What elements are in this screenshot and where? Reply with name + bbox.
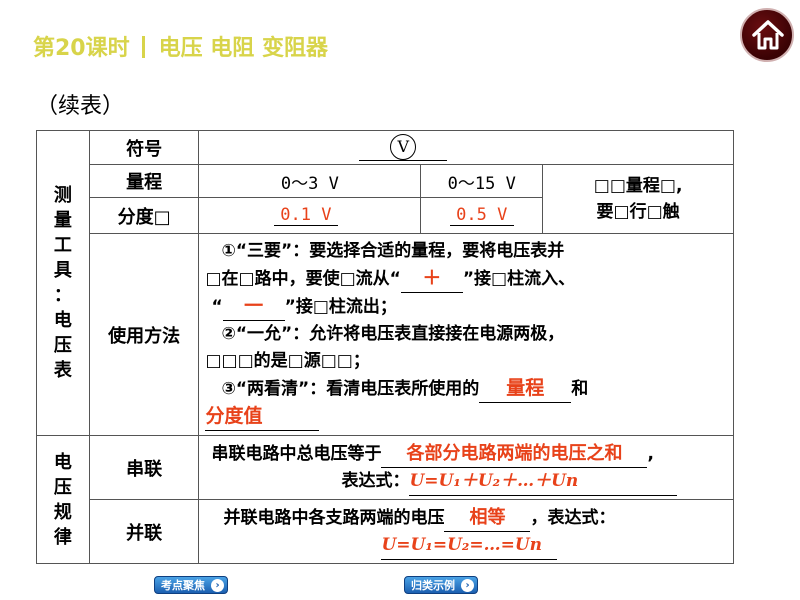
nav-button-examples-label: 归类示例 xyxy=(411,579,455,592)
page-header: 第20课时 电压 电阻 变阻器 xyxy=(33,30,328,62)
section-measuring-tool-char: 压 xyxy=(53,335,72,356)
symbol-blank: V xyxy=(359,134,448,161)
section-voltage-law-char: 压 xyxy=(53,476,72,498)
usage-line-2: □在□路中，要使□流从“＋”接□柱流入、 xyxy=(205,265,725,293)
usage-line-6: ③“两看清”：看清电压表所使用的量程和 xyxy=(221,375,725,403)
series-expression: U=U₁＋U₂＋…＋Un xyxy=(409,468,678,496)
answer-division: 分度值 xyxy=(205,403,320,431)
row-label-division: 分度□ xyxy=(88,197,200,234)
section-voltage-law-char: 规 xyxy=(53,501,72,523)
usage-line-2-end: ”接□柱流入、 xyxy=(462,269,576,289)
usage-line-2-start: □在□路中，要使□流从“ xyxy=(205,269,401,289)
series-line-1: 串联电路中总电压等于各部分电路两端的电压之和, xyxy=(211,440,733,468)
home-icon xyxy=(752,20,784,50)
parallel-line-1: 并联电路中各支路两端的电压相等，表达式： xyxy=(223,504,733,532)
section-measuring-tool: 测量工具 ： 电压表 xyxy=(36,130,90,436)
series-tail: , xyxy=(647,443,654,464)
division-large-cell: 0.5 V xyxy=(420,197,544,234)
division-large: 0.5 V xyxy=(449,205,514,226)
section-voltage-law-label: 电压规律 xyxy=(37,450,89,550)
continued-label: （续表） xyxy=(36,94,125,119)
series-cell: 串联电路中总电压等于各部分电路两端的电压之和, 表达式：U=U₁＋U₂＋…＋Un xyxy=(198,435,734,500)
section-voltage-law: 电压规律 xyxy=(36,435,90,564)
usage-line-7: 分度值 xyxy=(205,403,725,431)
parallel-cell: 并联电路中各支路两端的电压相等，表达式： U=U₁=U₂=…=Un xyxy=(198,499,734,564)
section-measuring-tool-char: 具 xyxy=(53,260,72,281)
section-measuring-tool-char: ： xyxy=(53,285,72,306)
range-large: 0～15 V xyxy=(420,164,544,198)
parallel-text: 并联电路中各支路两端的电压 xyxy=(223,507,445,528)
series-text: 串联电路中总电压等于 xyxy=(211,443,382,464)
section-measuring-tool-char: 工 xyxy=(53,235,72,256)
symbol-cell: V xyxy=(198,130,734,165)
usage-line-3-end: ”接□柱流出； xyxy=(284,297,397,317)
range-note-line2: 要□行□触 xyxy=(596,202,680,222)
usage-line-4: ②“一允”：允许将电压表直接接在电源两极， xyxy=(221,324,565,344)
nav-button-key-points-label: 考点聚焦 xyxy=(161,579,205,592)
section-measuring-tool-label: 测量工具 ： 电压表 xyxy=(37,183,89,383)
header-separator xyxy=(141,36,145,58)
voltmeter-symbol-icon: V xyxy=(390,134,417,160)
section-voltage-law-char: 电 xyxy=(53,451,72,473)
section-measuring-tool-char: 表 xyxy=(53,360,72,381)
series-line-2: 表达式：U=U₁＋U₂＋…＋Un xyxy=(211,468,733,496)
usage-line-5: □□□的是□源□□； xyxy=(205,351,370,371)
parallel-answer: 相等 xyxy=(444,504,531,532)
row-label-series: 串联 xyxy=(88,435,200,500)
division-small: 0.1 V xyxy=(273,205,338,226)
lesson-topic: 电压 电阻 变阻器 xyxy=(158,36,328,61)
nav-button-key-points[interactable]: 考点聚焦 › xyxy=(154,576,228,594)
voltage-table: 测量工具：电压表 符号 V 量程 0～3 V 0～15 V □□量程□, 要□行… xyxy=(36,130,734,564)
range-small: 0～3 V xyxy=(198,164,422,198)
series-expr-label: 表达式： xyxy=(341,470,410,491)
range-note: □□量程□, 要□行□触 xyxy=(542,164,734,234)
row-label-range: 量程 xyxy=(88,164,200,198)
usage-line-6-end: 和 xyxy=(571,379,589,399)
row-label-parallel: 并联 xyxy=(88,499,200,564)
arrow-right-icon: › xyxy=(461,579,474,592)
section-measuring-tool-char: 测 xyxy=(53,185,72,206)
usage-line-6-start: ③“两看清”：看清电压表所使用的 xyxy=(221,379,480,399)
usage-line-3-start: “ xyxy=(211,297,223,317)
answer-plus: ＋ xyxy=(400,265,463,293)
home-button[interactable] xyxy=(740,8,794,62)
answer-minus: 一 xyxy=(222,293,285,321)
row-label-symbol: 符号 xyxy=(88,130,200,165)
arrow-right-icon: › xyxy=(211,579,224,592)
section-voltage-law-char: 律 xyxy=(53,526,72,548)
parallel-expression: U=U₁=U₂=…=Un xyxy=(381,532,558,560)
row-label-usage: 使用方法 xyxy=(88,233,200,436)
answer-range: 量程 xyxy=(479,375,572,403)
usage-cell: ①“三要”：要选择合适的量程，要将电压表并 □在□路中，要使□流从“＋”接□柱流… xyxy=(198,233,734,436)
section-measuring-tool-char: 量 xyxy=(53,210,72,231)
nav-button-examples[interactable]: 归类示例 › xyxy=(404,576,478,594)
division-small-cell: 0.1 V xyxy=(198,197,422,234)
parallel-tail: ，表达式： xyxy=(530,507,616,528)
series-answer: 各部分电路两端的电压之和 xyxy=(381,440,648,468)
range-note-line1: □□量程□, xyxy=(593,176,683,196)
lesson-number: 第20课时 xyxy=(33,36,130,61)
parallel-line-2: U=U₁=U₂=…=Un xyxy=(223,532,733,560)
usage-line-1: ①“三要”：要选择合适的量程，要将电压表并 xyxy=(221,241,565,261)
usage-line-3: “一”接□柱流出； xyxy=(211,293,725,321)
section-measuring-tool-char: 电 xyxy=(53,310,72,331)
